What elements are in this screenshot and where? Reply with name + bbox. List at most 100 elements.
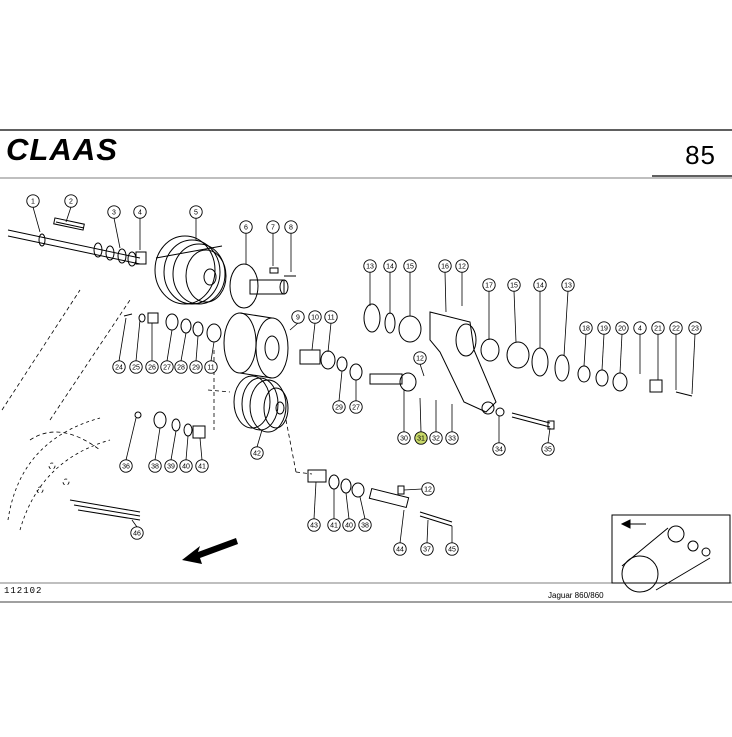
callout-number: 46: [133, 531, 141, 538]
callout-14[interactable]: 14: [533, 278, 547, 292]
callout-number: 8: [289, 225, 293, 232]
callout-32[interactable]: 32: [429, 431, 443, 445]
callout-balloon: [669, 321, 683, 335]
callout-balloon: [189, 360, 203, 374]
callout-number: 27: [163, 365, 171, 372]
callout-4[interactable]: 4: [133, 205, 147, 219]
callout-balloon: [327, 518, 341, 532]
callout-11[interactable]: 11: [324, 310, 338, 324]
callout-40[interactable]: 40: [342, 518, 356, 532]
callout-29[interactable]: 29: [332, 400, 346, 414]
callout-number: 17: [485, 283, 493, 290]
callout-5[interactable]: 5: [189, 205, 203, 219]
callout-4[interactable]: 4: [633, 321, 647, 335]
callout-leader-line: [313, 481, 317, 520]
callout-number: 16: [441, 264, 449, 271]
callout-24[interactable]: 24: [112, 360, 126, 374]
callout-balloon: [160, 360, 174, 374]
callout-2[interactable]: 2: [64, 194, 78, 208]
callout-46[interactable]: 46: [130, 526, 144, 540]
callout-41[interactable]: 41: [195, 459, 209, 473]
callout-9[interactable]: 9: [291, 310, 305, 324]
callout-22[interactable]: 22: [669, 321, 683, 335]
callout-44[interactable]: 44: [393, 542, 407, 556]
callout-30[interactable]: 30: [397, 431, 411, 445]
callout-15[interactable]: 15: [403, 259, 417, 273]
callout-38[interactable]: 38: [358, 518, 372, 532]
callout-leader-line: [185, 435, 189, 461]
callout-13[interactable]: 13: [363, 259, 377, 273]
callout-number: 38: [361, 523, 369, 530]
callout-21[interactable]: 21: [651, 321, 665, 335]
callout-33[interactable]: 33: [445, 431, 459, 445]
callout-number: 41: [330, 523, 338, 530]
callout-number: 45: [448, 547, 456, 554]
callout-leader-line: [583, 333, 587, 367]
callout-7[interactable]: 7: [266, 220, 280, 234]
callout-35[interactable]: 35: [541, 442, 555, 456]
callout-18[interactable]: 18: [579, 321, 593, 335]
callout-balloon: [145, 360, 159, 374]
callout-12[interactable]: 12: [455, 259, 469, 273]
callout-6[interactable]: 6: [239, 220, 253, 234]
callout-36[interactable]: 36: [119, 459, 133, 473]
callout-34[interactable]: 34: [492, 442, 506, 456]
callout-11[interactable]: 11: [204, 360, 218, 374]
callout-leader-line: [426, 519, 429, 544]
callout-balloon: [403, 259, 417, 273]
model-designation: Jaguar 860/860: [548, 591, 604, 600]
callout-number: 7: [271, 225, 275, 232]
callout-leader-line: [199, 437, 203, 461]
callout-28[interactable]: 28: [174, 360, 188, 374]
callout-27[interactable]: 27: [160, 360, 174, 374]
callout-balloon: [393, 542, 407, 556]
flywheel-segment: [7, 417, 111, 531]
callout-39[interactable]: 39: [164, 459, 178, 473]
callout-number: 33: [448, 436, 456, 443]
callout-23[interactable]: 23: [688, 321, 702, 335]
callout-3[interactable]: 3: [107, 205, 121, 219]
callout-balloon: [349, 400, 363, 414]
callout-20[interactable]: 20: [615, 321, 629, 335]
callout-29[interactable]: 29: [189, 360, 203, 374]
callout-38[interactable]: 38: [148, 459, 162, 473]
callout-leader-line: [444, 271, 447, 313]
callout-45[interactable]: 45: [445, 542, 459, 556]
callout-12[interactable]: 12: [413, 351, 427, 365]
callout-17[interactable]: 17: [482, 278, 496, 292]
callout-42[interactable]: 42: [250, 446, 264, 460]
callout-25[interactable]: 25: [129, 360, 143, 374]
callout-43[interactable]: 43: [307, 518, 321, 532]
callout-balloon: [420, 542, 434, 556]
callout-number: 11: [207, 365, 214, 372]
callout-10[interactable]: 10: [308, 310, 322, 324]
callout-8[interactable]: 8: [284, 220, 298, 234]
callout-number: 4: [138, 210, 142, 217]
callout-balloon: [250, 446, 264, 460]
callout-balloon: [307, 518, 321, 532]
callout-leader-line: [311, 322, 316, 351]
callout-leader-line: [419, 363, 425, 377]
callout-1[interactable]: 1: [26, 194, 40, 208]
callout-13[interactable]: 13: [561, 278, 575, 292]
callout-number: 15: [406, 264, 414, 271]
drawing-reference: 112102: [4, 586, 43, 596]
callout-19[interactable]: 19: [597, 321, 611, 335]
callout-14[interactable]: 14: [383, 259, 397, 273]
callout-40[interactable]: 40: [179, 459, 193, 473]
callout-15[interactable]: 15: [507, 278, 521, 292]
callout-37[interactable]: 37: [420, 542, 434, 556]
callout-27[interactable]: 27: [349, 400, 363, 414]
callout-26[interactable]: 26: [145, 360, 159, 374]
callout-12[interactable]: 12: [421, 482, 435, 496]
callout-number: 12: [458, 264, 466, 271]
callout-balloon: [413, 351, 427, 365]
callout-41[interactable]: 41: [327, 518, 341, 532]
arm-16: [369, 311, 497, 415]
callout-31[interactable]: 31: [414, 431, 428, 445]
callout-16[interactable]: 16: [438, 259, 452, 273]
callout-number: 1: [31, 199, 35, 206]
